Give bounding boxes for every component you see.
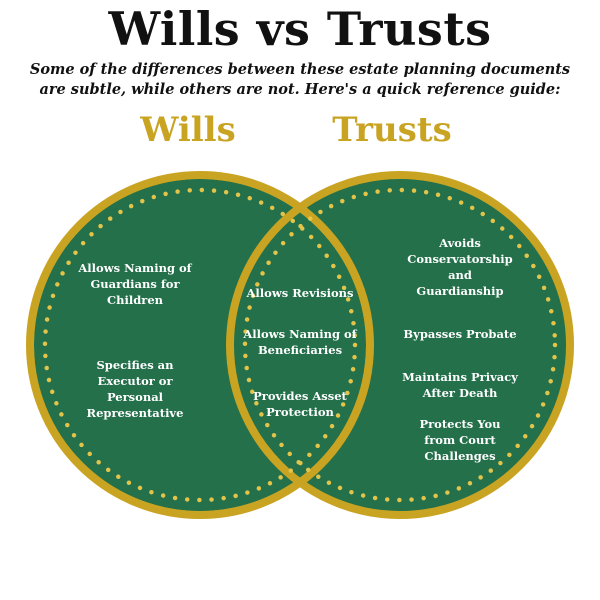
shared-item: Allows Naming of Beneficiaries <box>225 326 375 358</box>
wills-item: Allows Naming of Guardians for Children <box>60 260 210 308</box>
wills-heading: Wills <box>140 110 236 150</box>
text-line: Maintains Privacy <box>402 370 518 384</box>
text-line: from Court <box>424 433 496 447</box>
trusts-heading: Trusts <box>332 110 452 150</box>
trusts-item: Avoids Conservatorship and Guardianship <box>385 235 535 299</box>
trusts-item: Bypasses Probate <box>385 326 535 342</box>
shared-item: Allows Revisions <box>225 285 375 301</box>
trusts-item: Maintains Privacy After Death <box>385 369 535 401</box>
trusts-item: Protects You from Court Challenges <box>385 416 535 464</box>
subtitle-line-1: Some of the differences between these es… <box>29 61 571 78</box>
text-line: Bypasses Probate <box>403 327 517 341</box>
text-line: Guardianship <box>416 284 504 298</box>
text-line: After Death <box>422 386 498 400</box>
text-line: Protection <box>266 405 334 419</box>
text-line: Children <box>106 293 164 307</box>
text-line: Specifies an <box>96 358 174 372</box>
text-line: Allows Naming of <box>243 327 357 341</box>
text-line: Beneficiaries <box>257 343 343 357</box>
text-line: Personal <box>106 390 164 404</box>
text-line: Allows Naming of <box>78 261 192 275</box>
text-line: Provides Asset <box>253 389 347 403</box>
trusts-dotted-ring <box>242 187 558 503</box>
page-title: Wills vs Trusts <box>108 2 492 56</box>
wills-dotted-ring <box>42 187 358 503</box>
text-line: Allows Revisions <box>246 286 354 300</box>
text-line: Executor or <box>97 374 173 388</box>
trusts-circle <box>230 175 570 515</box>
text-line: Avoids <box>439 236 481 250</box>
text-line: Protects You <box>419 417 501 431</box>
text-line: Conservatorship <box>407 252 513 266</box>
text-line: and <box>448 268 472 282</box>
subtitle-line-2: are subtle, while others are not. Here's… <box>39 81 561 98</box>
text-line: Representative <box>86 406 184 420</box>
page-subtitle: Some of the differences between these es… <box>20 60 580 100</box>
shared-item: Provides Asset Protection <box>225 388 375 420</box>
text-line: Challenges <box>424 449 496 463</box>
trusts-circle-rim <box>226 171 574 519</box>
wills-item: Specifies an Executor or Personal Repres… <box>60 357 210 421</box>
text-line: Guardians for <box>90 277 180 291</box>
